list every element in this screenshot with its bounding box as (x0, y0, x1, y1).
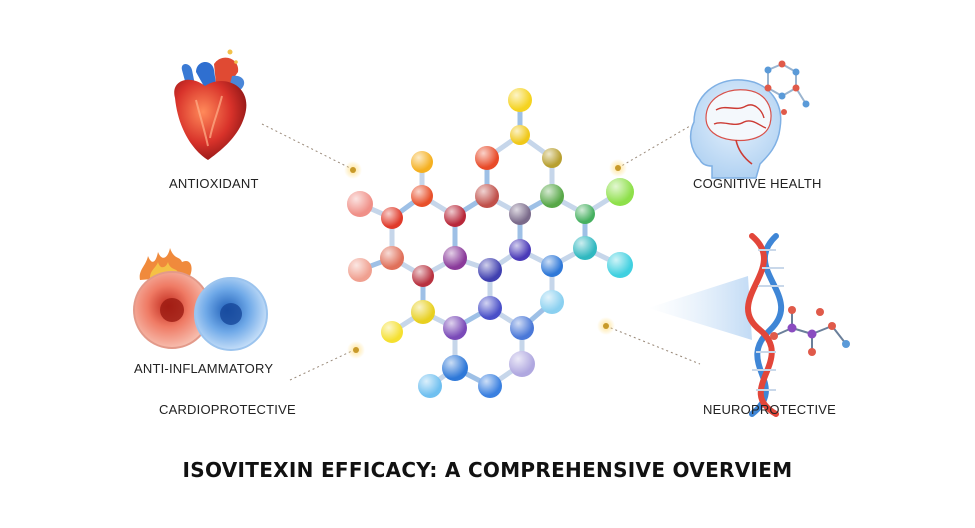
connector-lines (261, 123, 701, 381)
molecule-atom (418, 374, 442, 398)
molecule-atom (509, 351, 535, 377)
molecule-atom (442, 355, 468, 381)
molecule-atom (542, 148, 562, 168)
molecule-atom (510, 316, 534, 340)
dna-helix-icon (648, 233, 850, 417)
label-cardioprotective: CARDIOPROTECTIVE (159, 402, 296, 417)
molecule-atom (606, 178, 634, 206)
molecule-atom (478, 258, 502, 282)
heart-icon (174, 49, 247, 160)
molecule-atom (478, 374, 502, 398)
molecule-atom (381, 321, 403, 343)
label-antioxidant: ANTIOXIDANT (169, 176, 259, 191)
molecule-atom (540, 184, 564, 208)
molecule-atom (411, 185, 433, 207)
brain-icon (689, 60, 810, 179)
connector-dots (344, 159, 627, 359)
label-neuroprotective: NEUROPROTECTIVE (703, 402, 837, 417)
molecule-atom (475, 184, 499, 208)
molecule-atom (509, 239, 531, 261)
molecule-atom (411, 300, 435, 324)
label-cognitive-health: COGNITIVE HEALTH (693, 176, 822, 191)
molecule-atom (573, 236, 597, 260)
isovitexin-molecule (347, 88, 634, 398)
molecule-atom (607, 252, 633, 278)
molecule-atom (347, 191, 373, 217)
molecule-icon (764, 60, 810, 115)
molecule-atom (443, 246, 467, 270)
molecule-atom (348, 258, 372, 282)
page-title: ISOVITEXIN EFFICACY: A COMPREHENSIVE OVE… (182, 458, 793, 482)
inflamed-cell-icon (133, 248, 268, 351)
molecule-atom (509, 203, 531, 225)
molecule-atom (541, 255, 563, 277)
molecule-atom (475, 146, 499, 170)
molecule-atom (380, 246, 404, 270)
label-anti-inflammatory: ANTI-INFLAMMATORY (134, 361, 274, 376)
molecule-atom (540, 290, 564, 314)
molecule-atom (381, 207, 403, 229)
molecule-atom (444, 205, 466, 227)
molecule-atom (443, 316, 467, 340)
molecule-atom (478, 296, 502, 320)
molecule-atom (510, 125, 530, 145)
molecule-atom (508, 88, 532, 112)
molecule-atom (412, 265, 434, 287)
molecule-atom (575, 204, 595, 224)
molecule-atom (411, 151, 433, 173)
